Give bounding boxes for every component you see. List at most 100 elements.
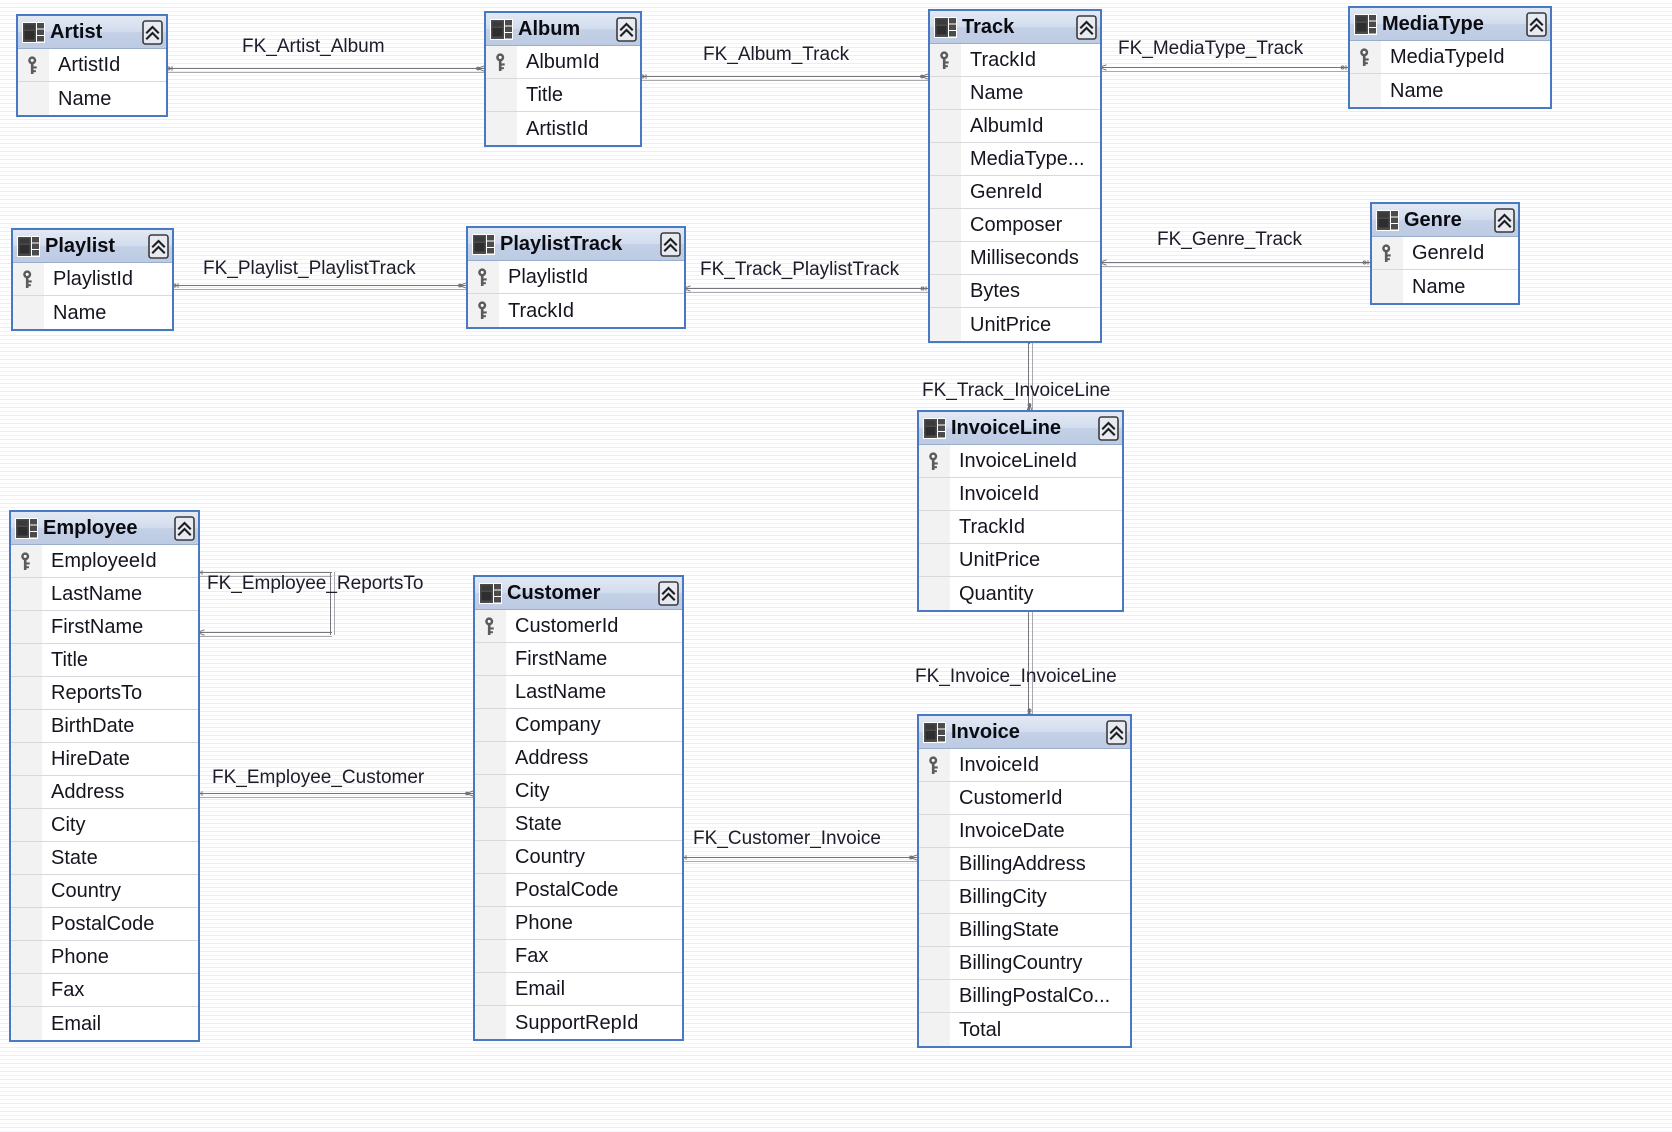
collapse-chevrons-icon[interactable]	[148, 233, 169, 259]
relationship-line-fk-employee-reportsto[interactable]	[200, 572, 332, 577]
collapse-chevrons-icon[interactable]	[616, 16, 637, 42]
table-row[interactable]: Name	[930, 77, 1100, 110]
table-header-album[interactable]: Album	[486, 13, 640, 46]
relationship-line-fk-artist-album[interactable]	[168, 68, 484, 73]
table-row[interactable]: Fax	[11, 974, 198, 1007]
relationship-line-fk-employee-reportsto[interactable]	[200, 632, 332, 637]
table-row[interactable]: InvoiceDate	[919, 815, 1130, 848]
relationship-label-fk-track-invoiceline[interactable]: FK_Track_InvoiceLine	[922, 380, 1111, 401]
table-header-playlist[interactable]: Playlist	[13, 230, 172, 263]
table-header-invoice[interactable]: Invoice	[919, 716, 1130, 749]
table-row[interactable]: UnitPrice	[930, 308, 1100, 341]
relationship-line-fk-employee-reportsto[interactable]	[330, 572, 335, 635]
table-row[interactable]: State	[475, 808, 682, 841]
table-row[interactable]: Phone	[11, 941, 198, 974]
table-row[interactable]: Milliseconds	[930, 242, 1100, 275]
table-row[interactable]: Email	[475, 973, 682, 1006]
table-row[interactable]: SupportRepId	[475, 1006, 682, 1039]
collapse-chevrons-icon[interactable]	[1098, 415, 1119, 441]
table-row[interactable]: BillingState	[919, 914, 1130, 947]
table-row[interactable]: Company	[475, 709, 682, 742]
table-row[interactable]: MediaTypeId	[1350, 41, 1550, 74]
table-row[interactable]: TrackId	[468, 294, 684, 327]
relationship-label-fk-employee-customer[interactable]: FK_Employee_Customer	[212, 767, 425, 788]
table-row[interactable]: City	[475, 775, 682, 808]
table-row[interactable]: TrackId	[930, 44, 1100, 77]
table-row[interactable]: AlbumId	[486, 46, 640, 79]
table-row[interactable]: Country	[475, 841, 682, 874]
table-row[interactable]: HireDate	[11, 743, 198, 776]
table-row[interactable]: Composer	[930, 209, 1100, 242]
table-row[interactable]: State	[11, 842, 198, 875]
table-row[interactable]: PlaylistId	[13, 263, 172, 296]
relationship-label-fk-customer-invoice[interactable]: FK_Customer_Invoice	[693, 828, 881, 849]
relationship-line-fk-playlist-playlisttrack[interactable]	[174, 285, 466, 290]
table-row[interactable]: TrackId	[919, 511, 1122, 544]
table-row[interactable]: InvoiceLineId	[919, 445, 1122, 478]
table-row[interactable]: LastName	[11, 578, 198, 611]
relationship-label-fk-genre-track[interactable]: FK_Genre_Track	[1157, 229, 1303, 250]
table-row[interactable]: AlbumId	[930, 110, 1100, 143]
table-header-track[interactable]: Track	[930, 11, 1100, 44]
table-row[interactable]: BillingCountry	[919, 947, 1130, 980]
table-row[interactable]: City	[11, 809, 198, 842]
table-row[interactable]: LastName	[475, 676, 682, 709]
collapse-chevrons-icon[interactable]	[658, 580, 679, 606]
table-row[interactable]: GenreId	[1372, 237, 1518, 270]
table-row[interactable]: BillingCity	[919, 881, 1130, 914]
table-header-invoiceline[interactable]: InvoiceLine	[919, 412, 1122, 445]
relationship-label-fk-album-track[interactable]: FK_Album_Track	[703, 44, 850, 65]
relationship-line-fk-mediatype-track[interactable]	[1102, 67, 1348, 72]
table-header-employee[interactable]: Employee	[11, 512, 198, 545]
table-row[interactable]: PostalCode	[475, 874, 682, 907]
table-row[interactable]: PlaylistId	[468, 261, 684, 294]
collapse-chevrons-icon[interactable]	[142, 19, 163, 45]
relationship-label-fk-mediatype-track[interactable]: FK_MediaType_Track	[1118, 38, 1304, 59]
relationship-line-fk-employee-customer[interactable]	[200, 793, 473, 798]
table-row[interactable]: Country	[11, 875, 198, 908]
table-row[interactable]: Name	[1372, 270, 1518, 303]
relationship-line-fk-genre-track[interactable]	[1102, 262, 1370, 267]
table-row[interactable]: EmployeeId	[11, 545, 198, 578]
relationship-label-fk-track-playlisttrack[interactable]: FK_Track_PlaylistTrack	[700, 259, 900, 280]
relationship-label-fk-playlist-playlisttrack[interactable]: FK_Playlist_PlaylistTrack	[203, 258, 416, 279]
collapse-chevrons-icon[interactable]	[1106, 719, 1127, 745]
table-row[interactable]: Title	[11, 644, 198, 677]
table-row[interactable]: FirstName	[475, 643, 682, 676]
relationship-label-fk-invoice-invoiceline[interactable]: FK_Invoice_InvoiceLine	[915, 666, 1117, 687]
table-row[interactable]: ArtistId	[486, 112, 640, 145]
table-row[interactable]: UnitPrice	[919, 544, 1122, 577]
table-row[interactable]: BirthDate	[11, 710, 198, 743]
table-row[interactable]: Name	[18, 82, 166, 115]
table-row[interactable]: Email	[11, 1007, 198, 1040]
table-row[interactable]: FirstName	[11, 611, 198, 644]
table-row[interactable]: CustomerId	[919, 782, 1130, 815]
relationship-label-fk-employee-reportsto[interactable]: FK_Employee_ReportsTo	[207, 573, 424, 594]
table-header-customer[interactable]: Customer	[475, 577, 682, 610]
table-row[interactable]: Name	[1350, 74, 1550, 107]
table-row[interactable]: Total	[919, 1013, 1130, 1046]
table-header-artist[interactable]: Artist	[18, 16, 166, 49]
table-row[interactable]: BillingPostalCo...	[919, 980, 1130, 1013]
table-row[interactable]: InvoiceId	[919, 478, 1122, 511]
table-row[interactable]: Quantity	[919, 577, 1122, 610]
relationship-line-fk-track-invoiceline[interactable]	[1028, 341, 1033, 410]
table-row[interactable]: Fax	[475, 940, 682, 973]
table-header-genre[interactable]: Genre	[1372, 204, 1518, 237]
table-header-playlisttrack[interactable]: PlaylistTrack	[468, 228, 684, 261]
table-row[interactable]: PostalCode	[11, 908, 198, 941]
collapse-chevrons-icon[interactable]	[1076, 14, 1097, 40]
table-row[interactable]: Bytes	[930, 275, 1100, 308]
collapse-chevrons-icon[interactable]	[1494, 207, 1515, 233]
